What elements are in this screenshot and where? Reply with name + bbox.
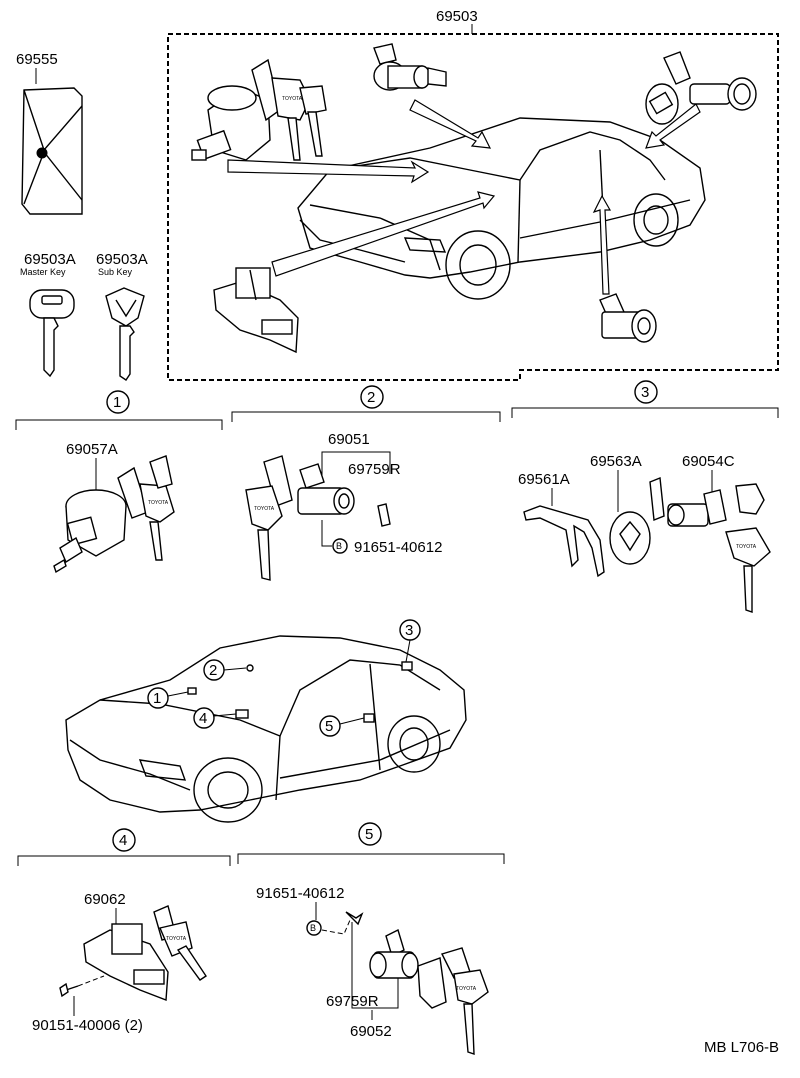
arrow-to-door xyxy=(592,194,612,295)
car-callout-3-number: 3 xyxy=(405,622,413,639)
s2-bolt-marker xyxy=(332,538,348,554)
s3-bracket-part-number: 69561A xyxy=(518,471,570,488)
arrow-to-ignition xyxy=(227,159,430,184)
s5-clip-part-number: 69759R xyxy=(326,993,379,1010)
master-key-part-number: 69503A xyxy=(24,251,76,268)
car-callout-5: 5 xyxy=(319,713,375,737)
key-brand-text: TOYOTA xyxy=(148,500,169,506)
s2-bolt-part-number: 91651-40612 xyxy=(354,539,442,556)
ignition-lock-assembly-icon: TOYOTA xyxy=(191,58,327,161)
car-callout-2: 2 xyxy=(203,659,254,681)
master-key-icon xyxy=(29,289,75,378)
key-brand-text: TOYOTA xyxy=(736,544,757,550)
section-3-group: 3 69561A 69563A 69054C TOYOTA xyxy=(511,380,779,613)
s2-cylinder-part-number: 69051 xyxy=(328,431,370,448)
section-4-marker xyxy=(112,828,136,852)
s4-screw-part-number: 90151-40006 (2) xyxy=(32,1017,143,1034)
car-callout-4-number: 4 xyxy=(199,710,207,727)
s4-screw-icon xyxy=(59,982,79,998)
s4-part-number: 69062 xyxy=(84,891,126,908)
wallet-and-keys-group: 69555 69503A Master Key 69503A Sub Key xyxy=(16,51,148,381)
b-mark-text: B xyxy=(310,923,316,933)
s5-bolt-marker xyxy=(306,920,322,936)
glovebox-lock-icon xyxy=(373,43,447,91)
s3-ring-part-number: 69563A xyxy=(590,453,642,470)
section-1-bracket xyxy=(15,419,223,430)
section-2-bracket xyxy=(231,411,501,422)
s3-ring-icon xyxy=(609,511,651,565)
s2-clip-part-number: 69759R xyxy=(348,461,401,478)
figure-code: MB L706-B xyxy=(704,1039,779,1056)
s5-cylinder-part-number: 69052 xyxy=(350,1023,392,1040)
car-callout-4: 4 xyxy=(193,707,249,729)
section-3-number: 3 xyxy=(641,384,649,401)
sub-key-part-number: 69503A xyxy=(96,251,148,268)
key-brand-text: TOYOTA xyxy=(166,936,187,942)
car-callout-3: 3 xyxy=(399,619,421,671)
key-brand-text: TOYOTA xyxy=(254,506,275,512)
s5-door-lock-icon: TOYOTA xyxy=(345,911,489,1055)
section-4-group: 4 69062 TOYOTA 90151-40006 (2) xyxy=(17,828,231,1034)
sub-key-caption: Sub Key xyxy=(98,267,133,277)
section-1-marker xyxy=(106,390,130,414)
section-2-marker xyxy=(360,385,384,409)
s1-part-number: 69057A xyxy=(66,441,118,458)
section-1-number: 1 xyxy=(113,394,121,411)
s4-console-lock-icon: TOYOTA xyxy=(83,905,207,1001)
arrow-to-console xyxy=(271,191,496,277)
section-4-bracket xyxy=(17,855,231,866)
key-brand-text: TOYOTA xyxy=(282,96,303,102)
s2-bolt-leader xyxy=(321,520,332,547)
s3-trunk-lock-icon: TOYOTA xyxy=(649,477,771,613)
car-callout-5-number: 5 xyxy=(325,718,333,735)
key-set-group: 69503 xyxy=(167,8,779,381)
section-1-group: 1 69057A TOYOTA xyxy=(15,390,223,574)
arrow-to-trunk xyxy=(645,103,701,149)
car-callout-1-number: 1 xyxy=(153,690,161,707)
s2-glovebox-lock-icon: TOYOTA xyxy=(245,455,391,581)
console-lock-icon xyxy=(213,267,299,354)
s5-bolt-dashed-path xyxy=(321,919,351,935)
car-callout-1: 1 xyxy=(147,687,197,709)
door-lock-icon xyxy=(599,293,657,343)
key-wallet-icon xyxy=(21,87,83,215)
arrow-to-glovebox xyxy=(409,99,492,149)
s4-screw-leader xyxy=(77,975,105,987)
section-5-number: 5 xyxy=(365,826,373,843)
section-2-number: 2 xyxy=(367,389,375,406)
trunk-lock-icon xyxy=(645,51,757,125)
set-dashed-border xyxy=(167,33,779,381)
section-2-group: 2 69051 69759R B 91651-40612 TOYOTA xyxy=(231,385,501,581)
section-3-marker xyxy=(634,380,658,404)
top-car-outline xyxy=(297,117,706,300)
section-4-number: 4 xyxy=(119,832,127,849)
s3-bracket-icon xyxy=(523,505,605,578)
section-5-group: 5 91651-40612 B TOYOTA 69759R 69052 xyxy=(237,822,505,1055)
s5-bolt-part-number: 91651-40612 xyxy=(256,885,344,902)
middle-car-group: 1 2 3 4 5 xyxy=(65,619,467,823)
s5-clip-leader xyxy=(351,922,399,1009)
wallet-part-number: 69555 xyxy=(16,51,58,68)
b-mark-text: B xyxy=(336,541,342,551)
section-3-bracket xyxy=(511,407,779,418)
middle-car-outline xyxy=(65,635,467,823)
section-5-bracket xyxy=(237,853,505,864)
section-5-marker xyxy=(358,822,382,846)
sub-key-icon xyxy=(105,287,145,381)
s3-cylinder-part-number: 69054C xyxy=(682,453,735,470)
key-brand-text: TOYOTA xyxy=(456,986,477,992)
s2-cylinder-leader xyxy=(321,451,391,482)
set-part-number: 69503 xyxy=(436,8,478,25)
car-callout-2-number: 2 xyxy=(209,662,217,679)
master-key-caption: Master Key xyxy=(20,267,66,277)
s1-ignition-lock-icon: TOYOTA xyxy=(53,455,175,574)
